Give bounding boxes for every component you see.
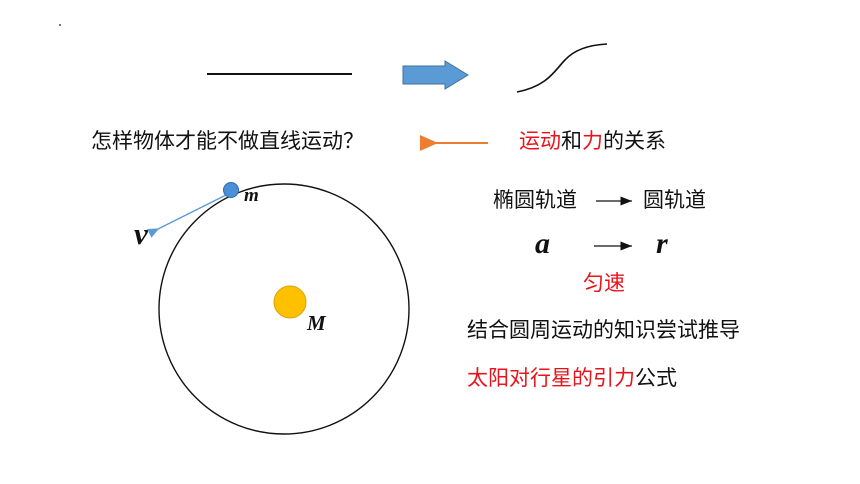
relation-motion: 运动: [519, 129, 561, 153]
planet-mass-label: m: [244, 185, 259, 206]
velocity-label: v: [134, 216, 148, 251]
orbit-from-text: 椭圆轨道: [493, 188, 577, 212]
variable-a: a: [535, 227, 550, 260]
question-text: 怎样物体才能不做直线运动？: [91, 129, 364, 153]
sun-body: [273, 285, 307, 319]
relation-title: 运动和力的关系: [519, 131, 666, 152]
transition-arrow-icon: [402, 60, 469, 90]
planet-body: [223, 182, 239, 198]
orbit-circle: [158, 183, 410, 435]
curved-line: [516, 43, 608, 93]
tiny-dot: [59, 24, 61, 26]
formula-highlight: 太阳对行星的引力: [467, 366, 635, 390]
derive-text: 结合圆周运动的知识尝试推导: [467, 318, 740, 342]
variable-r: r: [656, 227, 668, 260]
relation-force: 力: [582, 129, 603, 153]
formula-text: 太阳对行星的引力公式: [467, 368, 677, 389]
relation-suffix: 的关系: [603, 129, 666, 153]
relation-and: 和: [561, 129, 582, 153]
velocity-arrow-icon: [147, 193, 229, 238]
sun-mass-label: M: [307, 311, 326, 335]
uniform-text: 匀速: [583, 271, 625, 295]
orbit-to-text: 圆轨道: [643, 188, 706, 212]
formula-rest: 公式: [635, 366, 677, 390]
